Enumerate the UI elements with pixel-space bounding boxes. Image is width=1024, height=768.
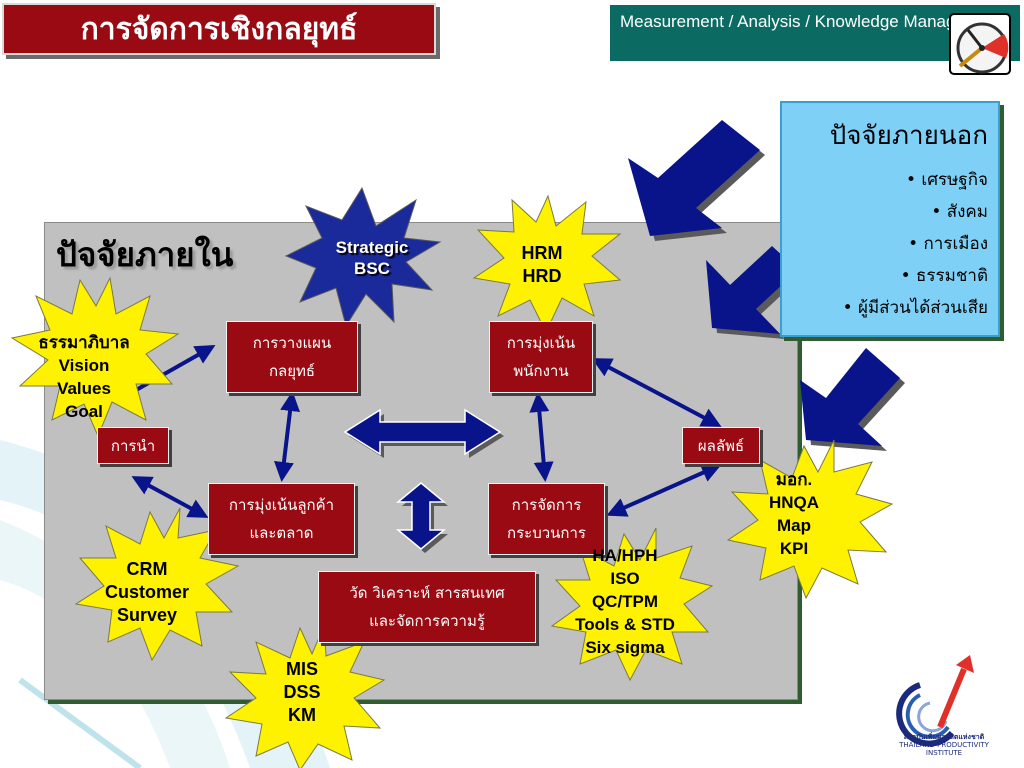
burst-mis-line3: KM [288, 705, 316, 725]
burst-crm-line3: Survey [116, 605, 178, 625]
burst-governance [10, 276, 180, 438]
box-employee-focus: การมุ่งเน้น พนักงาน [489, 321, 593, 393]
arrow-employee-process [529, 392, 554, 482]
burst-governance-line2: Vision [58, 356, 110, 375]
external-arrow-1 [628, 120, 765, 241]
arrow-employee-results [591, 358, 722, 427]
external-arrow-3 [800, 348, 905, 451]
box-process-management-line2: กระบวนการ [507, 524, 586, 542]
external-factors-title: ปัจจัยภายนอก [829, 121, 988, 151]
burst-quality-line2: ISO [610, 569, 640, 588]
external-item-politics: • การเมือง [908, 234, 988, 254]
burst-governance-label: ธรรมาภิบาล Vision Values Goal [24, 331, 144, 423]
box-customer-focus-line1: การมุ่งเน้นลูกค้า [228, 496, 335, 514]
box-process-management-line1: การจัดการ [511, 496, 582, 514]
burst-standards-line2: HNQA [768, 493, 820, 512]
burst-crm-line1: CRM [126, 559, 168, 579]
burst-standards-line3: Map [777, 516, 811, 535]
burst-standards-label: มอก. HNQA Map KPI [752, 468, 836, 560]
box-customer-focus-line2: และตลาด [249, 524, 314, 542]
box-employee-focus-line2: พนักงาน [513, 362, 569, 380]
burst-strategic [284, 186, 442, 328]
burst-quality-label: HA/HPH ISO QC/TPM Tools & STD Six sigma [560, 544, 690, 659]
box-customer-focus: การมุ่งเน้นลูกค้า และตลาด [208, 483, 355, 555]
burst-crm [74, 507, 240, 662]
box-results: ผลลัพธ์ [682, 427, 760, 464]
gauge-icon [949, 13, 1011, 75]
burst-hrm-line2: HRD [522, 266, 562, 286]
box-results-label: ผลลัพธ์ [697, 436, 745, 455]
page-title: การจัดการเชิงกลยุทธ์ [2, 3, 436, 55]
burst-governance-line1: ธรรมาภิบาล [38, 333, 130, 352]
burst-mis [224, 625, 386, 768]
box-strategic-planning: การวางแผน กลยุทธ์ [226, 321, 358, 393]
burst-mis-line2: DSS [283, 682, 321, 702]
box-strategic-planning-line2: กลยุทธ์ [268, 362, 316, 380]
burst-hrm-label: HRM HRD [502, 242, 582, 288]
box-leadership: การนำ [97, 427, 169, 464]
internal-factors-title: ปัจจัยภายใน [56, 235, 234, 274]
arrow-process-results [606, 463, 722, 517]
burst-crm-line2: Customer [104, 582, 189, 602]
tpi-logo-thai: สถาบันเพิ่มผลผลิตแห่งชาติ [903, 733, 985, 741]
box-employee-focus-line1: การมุ่งเน้น [506, 334, 576, 352]
burst-mis-label: MIS DSS KM [262, 658, 342, 727]
tpi-logo-text: สถาบันเพิ่มผลผลิตแห่งชาติ THAILAND PRODU… [884, 733, 1004, 757]
burst-mis-line1: MIS [285, 659, 318, 679]
arrow-planning-customer [273, 391, 301, 482]
burst-quality-line1: HA/HPH [592, 546, 658, 565]
box-measurement-knowledge-line1: วัด วิเคราะห์ สารสนเทศ [349, 584, 505, 602]
burst-strategic-label: Strategic BSC [302, 237, 442, 279]
box-measurement-knowledge-line2: และจัดการความรู้ [369, 612, 485, 630]
burst-crm-label: CRM Customer Survey [92, 558, 202, 627]
vertical-double-arrow [395, 482, 448, 553]
external-item-society: • สังคม [931, 202, 988, 222]
horizontal-double-arrow [343, 408, 504, 458]
external-item-nature: • ธรรมชาติ [900, 266, 988, 286]
external-item-economy: • เศรษฐกิจ [905, 170, 988, 190]
external-factors-box: ปัจจัยภายนอก • เศรษฐกิจ • สังคม • การเมื… [780, 101, 1000, 337]
tpi-logo-icon [896, 655, 974, 747]
page-title-text: การจัดการเชิงกลยุทธ์ [80, 11, 358, 47]
box-strategic-planning-line1: การวางแผน [252, 334, 332, 352]
header-text: Measurement / Analysis / Knowledge Manag… [620, 12, 1003, 31]
burst-governance-line4: Goal [65, 402, 103, 421]
burst-quality-line5: Six sigma [585, 638, 665, 657]
burst-quality-line3: QC/TPM [591, 592, 659, 611]
box-leadership-label: การนำ [110, 436, 156, 455]
arrow-leadership-customer [131, 476, 209, 518]
burst-governance-line3: Values [57, 379, 111, 398]
box-measurement-knowledge: วัด วิเคราะห์ สารสนเทศ และจัดการความรู้ [318, 571, 536, 643]
external-item-stakeholders: • ผู้มีส่วนได้ส่วนเสีย [842, 298, 988, 318]
burst-strategic-line2: BSC [354, 259, 390, 278]
tpi-logo-english: THAILAND PRODUCTIVITY INSTITUTE [899, 741, 989, 757]
burst-hrm-line1: HRM [521, 243, 563, 263]
burst-standards-line4: KPI [779, 539, 809, 558]
box-process-management: การจัดการ กระบวนการ [488, 483, 605, 555]
burst-standards [726, 439, 894, 600]
burst-strategic-line1: Strategic [335, 238, 409, 257]
burst-quality-line4: Tools & STD [575, 615, 675, 634]
burst-standards-line1: มอก. [775, 470, 813, 489]
